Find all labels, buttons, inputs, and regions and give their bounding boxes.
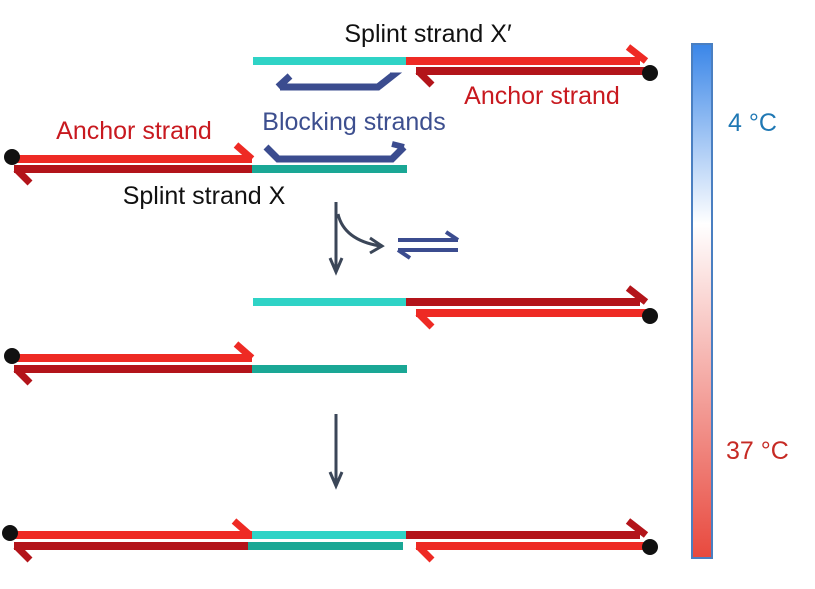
- transition-arrow-1: [328, 202, 385, 276]
- anchor-strand-left-top-arrowhead: [233, 142, 255, 162]
- stage-2-complex: [4, 285, 658, 386]
- anchor-strand-right-3-arrowhead: [625, 518, 649, 538]
- stage-1-complex: [4, 44, 658, 186]
- blocking-strand-upper: [280, 72, 403, 91]
- label-cold-temperature: 4 °C: [728, 109, 777, 137]
- blocking-strand-lower-arrowhead: [391, 141, 405, 150]
- splint-strand-x-prime-2: [253, 298, 408, 306]
- anchor-end-dot-right-3: [642, 539, 658, 555]
- label-anchor-strand-left: Anchor strand: [56, 117, 212, 145]
- anchor-strand-left-2-arrowhead: [233, 341, 255, 361]
- anchor-end-dot-left: [4, 149, 20, 165]
- splint-strand-x: [252, 165, 407, 173]
- blocking-strand-lower: [263, 144, 407, 163]
- label-splint-strand-x: Splint strand X: [123, 182, 286, 210]
- anchor-complement-right-2-arrowhead: [415, 310, 435, 330]
- anchor-strand-right-2-arrowhead: [625, 285, 649, 305]
- equilibrium-arrows-icon: [396, 230, 460, 260]
- anchor-end-dot-right-2: [642, 308, 658, 324]
- anchor-end-dot-left-2: [4, 348, 20, 364]
- anchor-complement-left-2-arrowhead: [13, 366, 33, 386]
- label-anchor-strand-top: Anchor strand: [464, 82, 620, 110]
- anchor-complement-right-3-arrowhead: [415, 543, 435, 563]
- temperature-bar: [691, 43, 713, 559]
- transition-arrow-2: [328, 414, 344, 490]
- anchor-complement-left-arrowhead: [13, 166, 33, 186]
- splint-strand-x-3: [248, 542, 403, 550]
- blocking-strand-upper-arrowhead: [275, 73, 293, 90]
- anchor-end-dot-left-3: [2, 525, 18, 541]
- splint-strand-x-prime: [253, 57, 408, 65]
- splint-strand-x-prime-3: [252, 531, 407, 539]
- temperature-gradient-bar: [691, 43, 713, 559]
- splint-strand-x-2: [252, 365, 407, 373]
- anchor-complement-top-right-arrowhead: [415, 68, 435, 88]
- label-splint-strand-x-prime: Splint strand X′: [344, 20, 512, 48]
- anchor-strand-left-3-arrowhead: [231, 518, 253, 538]
- anchor-strand-top-right-arrowhead: [625, 44, 649, 64]
- anchor-end-dot-top-right: [642, 65, 658, 81]
- stage-3-ligated-complex: [2, 518, 658, 563]
- label-hot-temperature: 37 °C: [726, 437, 789, 465]
- label-blocking-strands: Blocking strands: [262, 108, 445, 136]
- anchor-complement-left-3-arrowhead: [13, 543, 33, 563]
